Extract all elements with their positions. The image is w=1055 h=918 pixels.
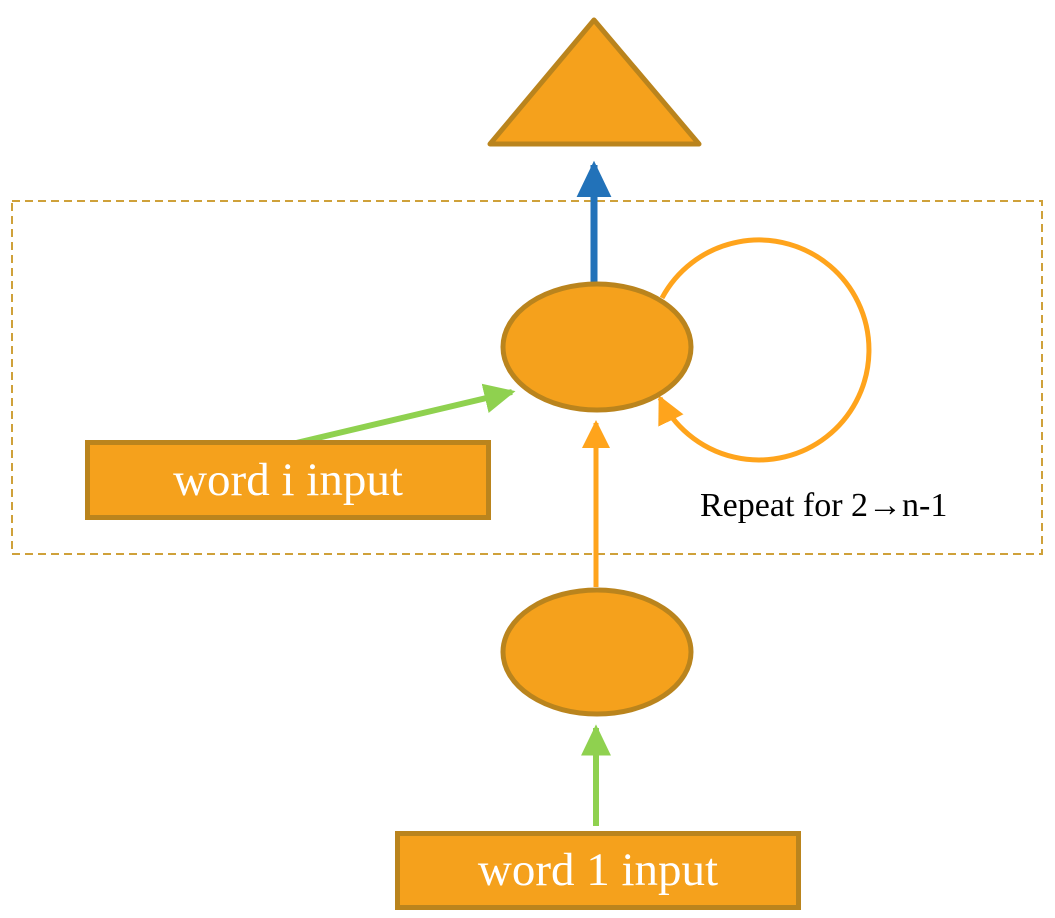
word-i-input-label: word i input	[173, 453, 403, 506]
hidden-state-node-lower	[500, 587, 694, 717]
word-i-input-box: word i input	[85, 440, 491, 520]
output-triangle	[487, 17, 702, 147]
repeat-region-dashed-box	[11, 200, 1043, 555]
word-1-input-label: word 1 input	[477, 844, 719, 896]
word-i-input-arrow-green	[291, 383, 516, 447]
recurrent-self-loop-arrow	[657, 237, 872, 463]
repeat-annotation: Repeat for 2→n-1	[700, 487, 948, 524]
word-1-input-box: word 1 input	[395, 831, 801, 910]
hidden-state-node-upper	[500, 281, 694, 413]
